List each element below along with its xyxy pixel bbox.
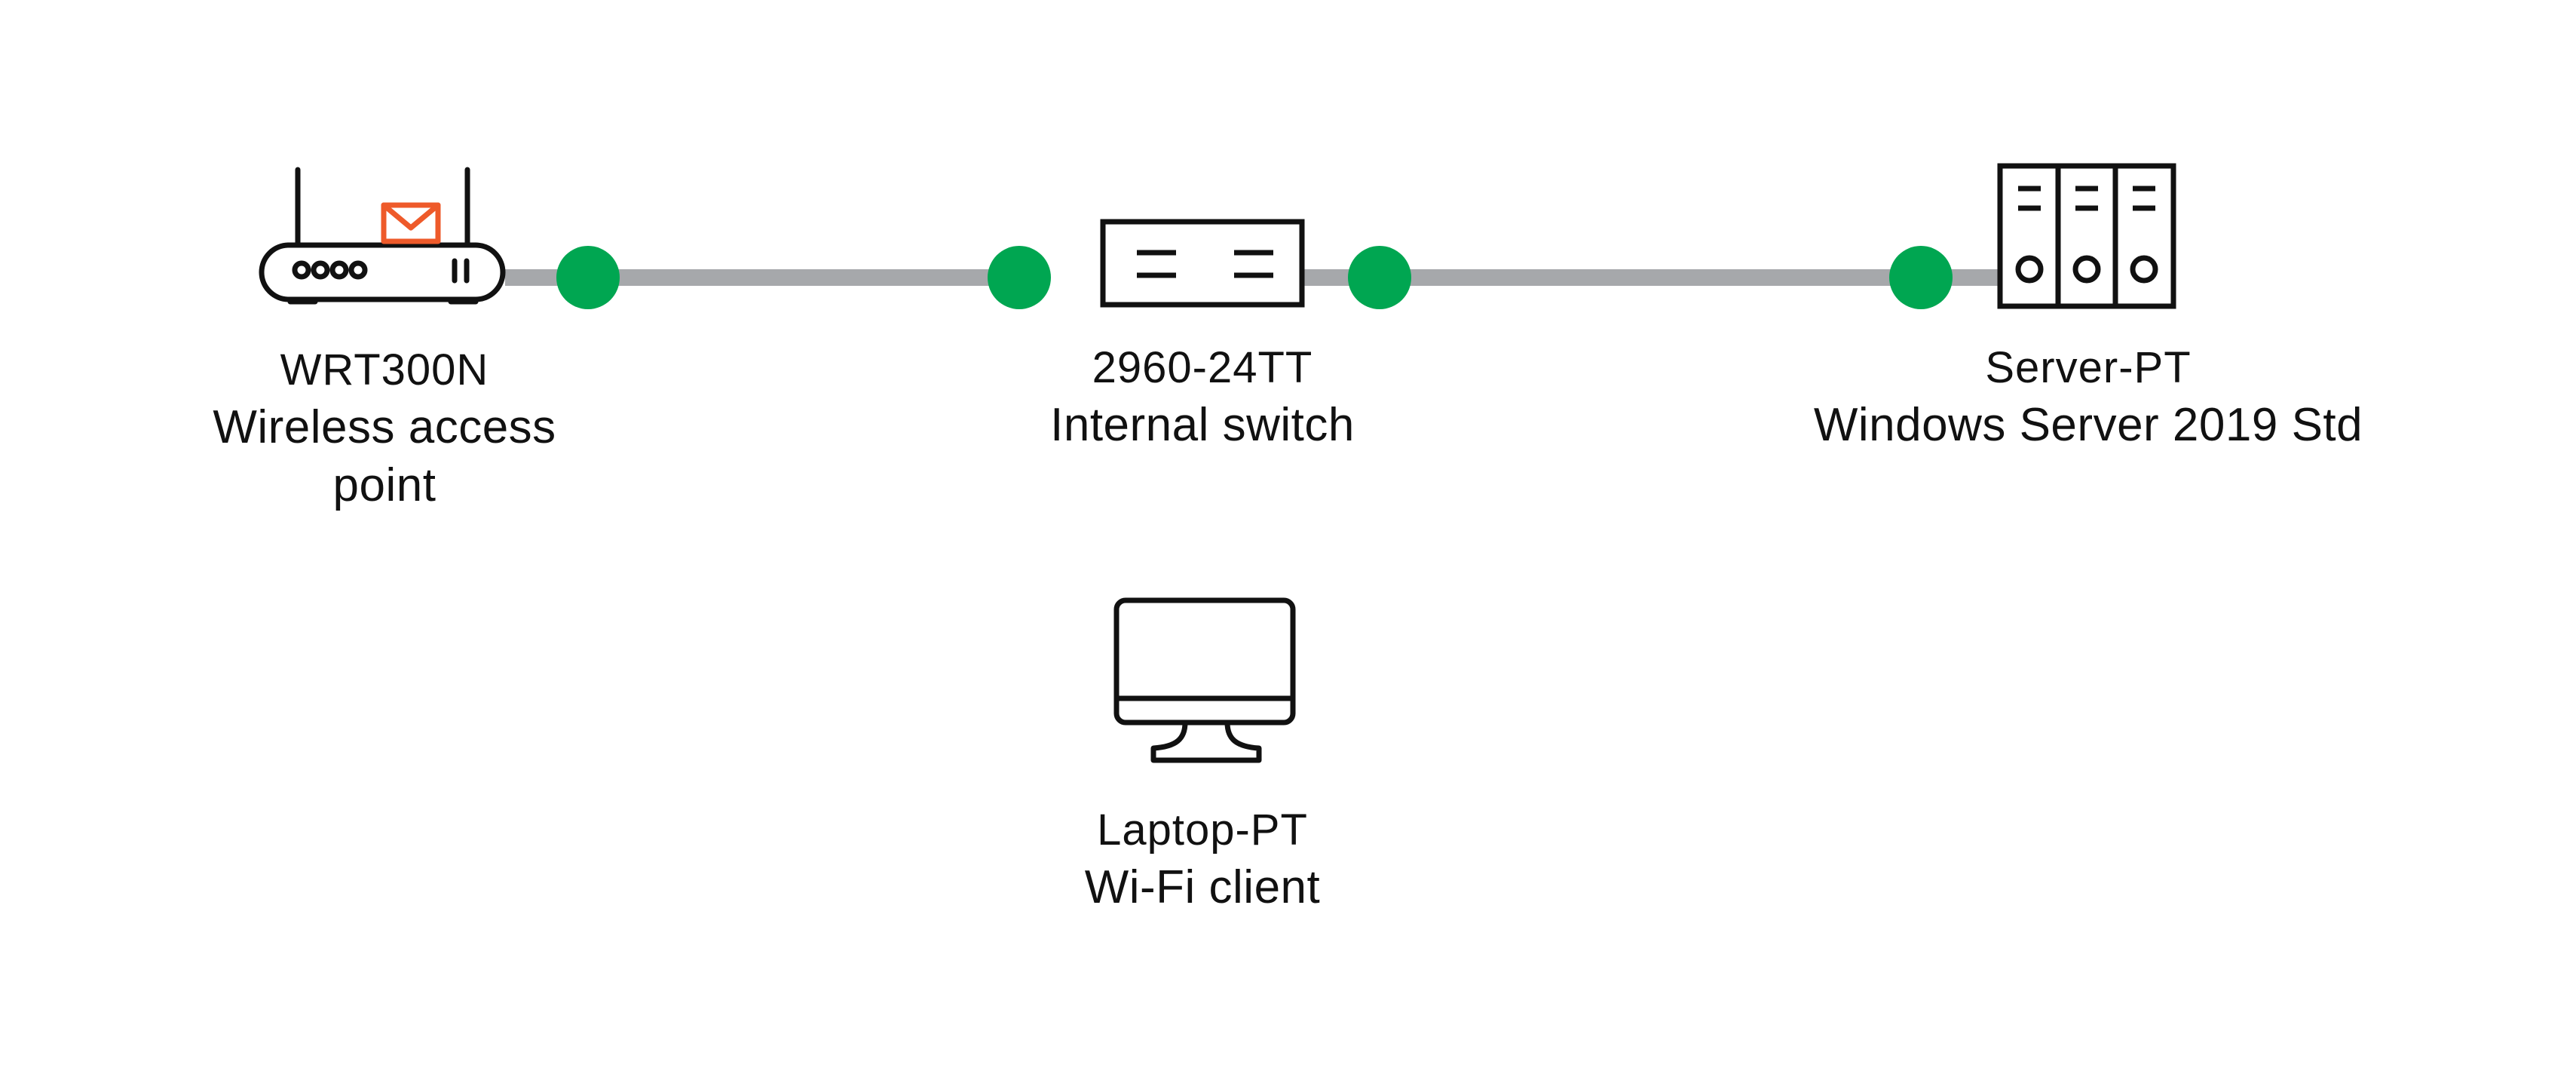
switch-role: Internal switch: [1050, 398, 1355, 451]
router-label: WRT300N Wireless access point: [158, 343, 611, 515]
router-role: Wireless access point: [213, 400, 556, 512]
server-rack-icon[interactable]: [1997, 163, 2176, 309]
switch-label: 2960-24TT Internal switch: [976, 341, 1429, 454]
laptop-model: Laptop-PT: [1097, 805, 1308, 854]
router-model: WRT300N: [280, 345, 489, 394]
laptop-label: Laptop-PT Wi-Fi client: [976, 803, 1429, 916]
port-indicator-router: [556, 246, 620, 309]
port-indicator-server: [1889, 246, 1953, 309]
desktop-monitor-icon[interactable]: [1113, 597, 1296, 763]
server-model: Server-PT: [1985, 343, 2192, 392]
envelope-icon: [381, 202, 441, 244]
wireless-router-icon[interactable]: [259, 167, 506, 305]
port-indicator-switch-left: [988, 246, 1051, 309]
server-role: Windows Server 2019 Std: [1813, 398, 2363, 451]
port-indicator-switch-right: [1348, 246, 1411, 309]
network-switch-icon[interactable]: [1100, 219, 1305, 308]
switch-model: 2960-24TT: [1092, 343, 1313, 392]
server-label: Server-PT Windows Server 2019 Std: [1749, 341, 2427, 454]
laptop-role: Wi-Fi client: [1084, 861, 1321, 913]
